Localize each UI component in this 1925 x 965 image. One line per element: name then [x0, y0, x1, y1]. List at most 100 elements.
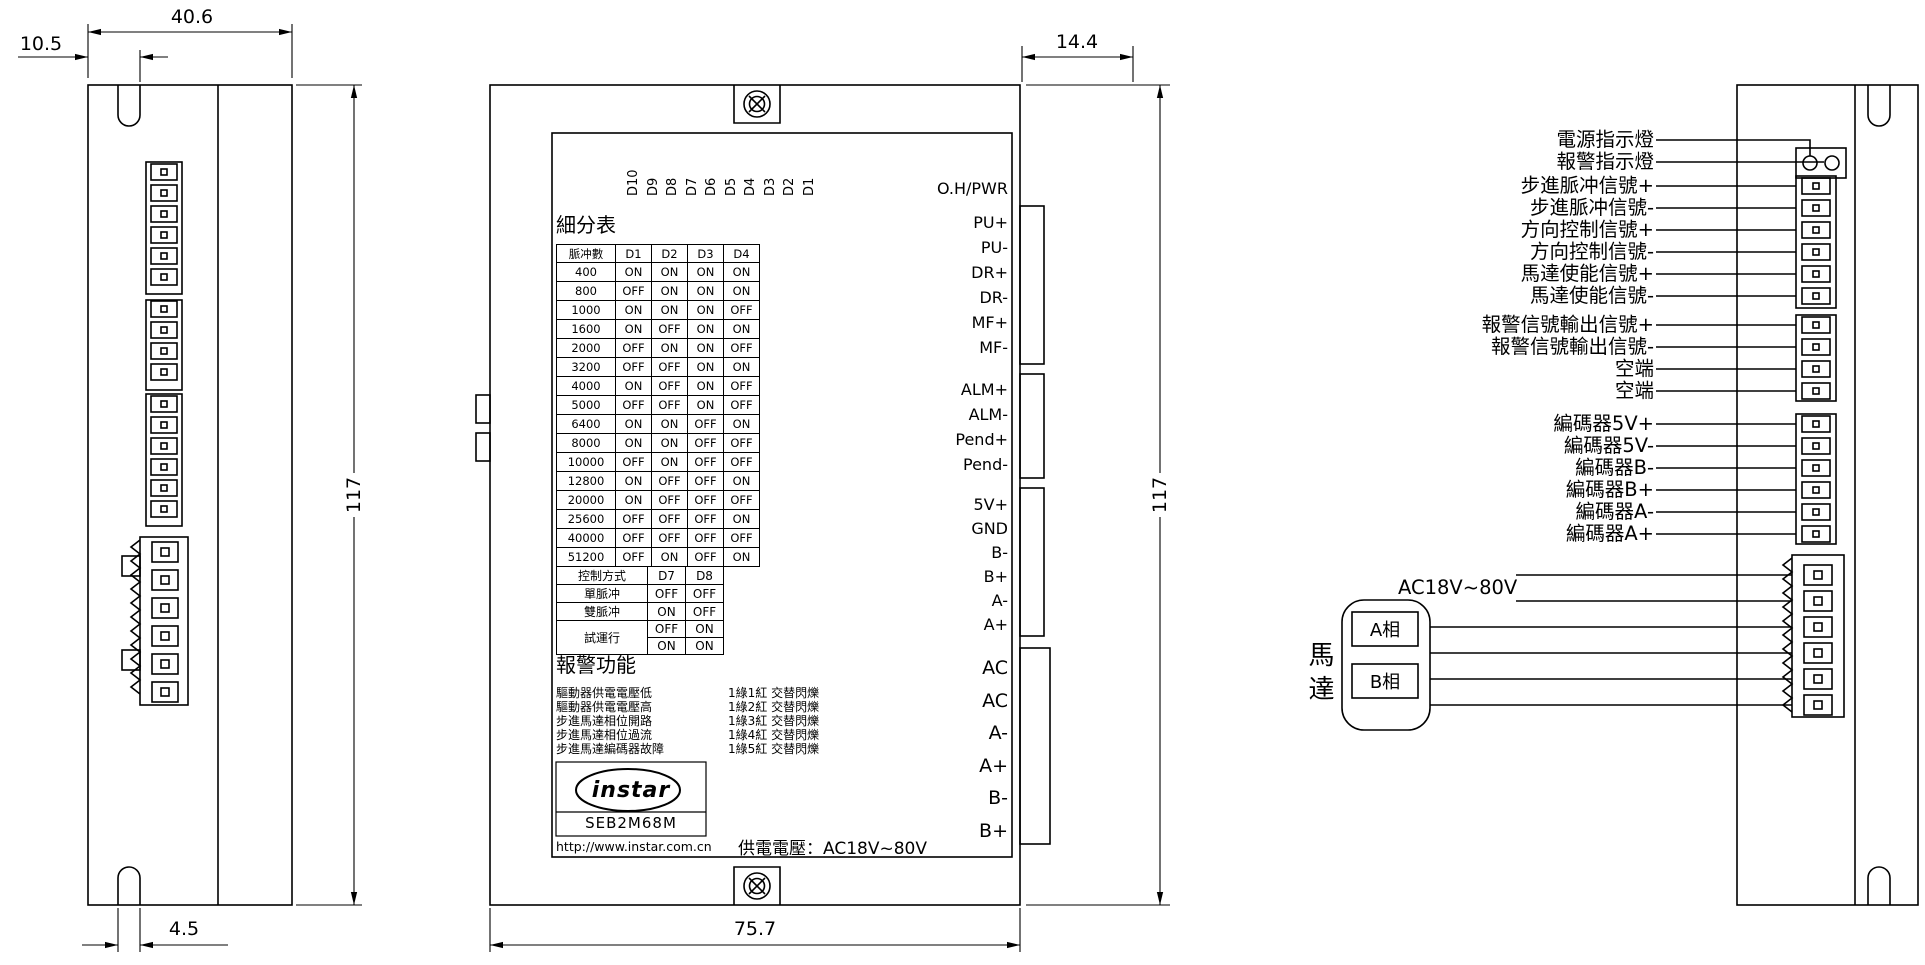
dip-position-label: D1 — [801, 177, 817, 196]
subdivision-row: 51200 OFF ON OFF ON — [556, 547, 760, 567]
left-connector-tab — [121, 649, 141, 671]
dim-left-height: 117 — [343, 473, 365, 517]
wiring-label: 方向控制信號- — [1529, 240, 1654, 263]
terminal-label: B+ — [983, 566, 1008, 586]
wiring-label: 編碼器5V+ — [1553, 412, 1654, 435]
alarm-condition: 步進馬達相位開路 — [556, 714, 653, 728]
wiring-label: 報警信號輸出信號- — [1490, 335, 1654, 358]
col-d8: D8 — [685, 566, 724, 585]
website-url: http://www.instar.com.cn — [556, 839, 712, 854]
left-bottom-mount-slot — [117, 866, 141, 905]
alarm-blink-code: 1綠4紅 交替閃爍 — [728, 728, 820, 742]
terminal-signal-labels: PU+PU-DR+DR-MF+MF- — [880, 210, 1008, 360]
power-led-wire — [1656, 139, 1811, 156]
front-top-screw-boss — [733, 85, 781, 124]
wiring-label: 報警指示燈 — [1556, 150, 1654, 173]
subdivision-row: 20000 ON OFF OFF OFF — [556, 490, 760, 510]
subdivision-row: 6400 ON ON OFF ON — [556, 414, 760, 434]
col-d7: D7 — [647, 566, 686, 585]
alarm-function-title: 報警功能 — [556, 653, 636, 677]
dip-position-label: D4 — [743, 177, 758, 196]
terminal-label: MF+ — [971, 313, 1008, 332]
right-led-window — [1795, 147, 1847, 179]
terminal-label: A+ — [983, 614, 1008, 634]
front-left-tab — [475, 394, 491, 424]
dip-position-label: D6 — [704, 177, 719, 196]
wiring-alarm-output-labels: 報警信號輸出信號+報警信號輸出信號-空端空端 — [1380, 314, 1654, 402]
terminal-label: ALM+ — [960, 380, 1008, 399]
front-left-tab — [475, 432, 491, 462]
front-power-block — [1019, 647, 1051, 845]
terminal-label: DR+ — [971, 263, 1008, 282]
terminal-label: Pend- — [963, 455, 1008, 474]
wiring-label: 編碼器A+ — [1565, 522, 1654, 545]
wiring-label: 編碼器B+ — [1565, 478, 1654, 501]
dip-position-label: D7 — [684, 177, 700, 196]
power-led — [1802, 155, 1818, 171]
logo-box — [555, 761, 707, 837]
control-row-double-pulse: 雙脈冲 ON OFF — [556, 602, 724, 621]
phase-a-label: A相 — [1369, 620, 1401, 641]
right-top-mount-slot — [1867, 85, 1891, 127]
wiring-label: 方向控制信號+ — [1520, 218, 1654, 241]
wiring-label: 編碼器A- — [1575, 500, 1654, 523]
wiring-label: 步進脈冲信號+ — [1520, 174, 1654, 197]
terminal-label: B- — [991, 542, 1008, 562]
ac-input-label: AC18V~80V — [1398, 576, 1518, 599]
alarm-blink-code: 1綠2紅 交替閃爍 — [728, 700, 820, 714]
terminal-alarm-labels: ALM+ALM-Pend+Pend- — [880, 377, 1008, 477]
dip-position-label: D10 — [626, 169, 641, 196]
front-view — [475, 84, 1051, 906]
left-connector-teeth — [129, 539, 142, 695]
subdivision-row: 1000 ON ON ON OFF — [556, 300, 760, 320]
subdivision-row: 8000 ON ON OFF OFF — [556, 433, 760, 453]
dim-left-width: 40.6 — [170, 6, 214, 28]
dim-front-height: 117 — [1149, 473, 1171, 517]
left-connector-tab — [121, 555, 141, 577]
wiring-led-labels: 電源指示燈報警指示燈 — [1380, 129, 1654, 173]
alarm-item: 驅動器供電電壓低 1綠1紅 交替閃爍 — [556, 686, 819, 700]
control-mode-table: 控制方式 D7 D8 單脈冲 OFF OFF 雙脈冲 ON OFF 試運行 OF… — [556, 566, 724, 655]
dim-front-width: 75.7 — [733, 918, 777, 940]
front-alarm-block — [1019, 373, 1045, 479]
subdivision-row: 4000 ON OFF ON OFF — [556, 376, 760, 396]
dip-position-label: D3 — [762, 177, 778, 196]
front-encoder-block — [1019, 487, 1045, 637]
wiring-label: 編碼器B- — [1575, 456, 1654, 479]
control-row-single-pulse: 單脈冲 OFF OFF — [556, 584, 724, 603]
front-signal-block — [1019, 205, 1045, 365]
terminal-label: AC — [982, 689, 1008, 712]
alarm-item: 步進馬達相位過流 1綠4紅 交替閃爍 — [556, 728, 819, 742]
right-side-view — [1341, 84, 1919, 906]
alarm-condition: 驅動器供電電壓高 — [556, 700, 653, 714]
instar-logo-ellipse — [575, 768, 681, 812]
front-label-panel — [551, 132, 1013, 858]
right-power-connector — [1781, 554, 1845, 718]
dim-left-slot-offset: 10.5 — [19, 33, 63, 55]
right-connector-teeth — [1781, 557, 1794, 713]
alarm-led — [1824, 155, 1840, 171]
wires — [1430, 139, 1824, 706]
subdivision-row: 40000 OFF OFF OFF OFF — [556, 528, 760, 548]
wiring-label: 馬達使能信號- — [1529, 284, 1654, 307]
wiring-encoder-labels: 編碼器5V+編碼器5V-編碼器B-編碼器B+編碼器A-編碼器A+ — [1380, 413, 1654, 545]
subdivision-row: 10000 OFF ON OFF OFF — [556, 452, 760, 472]
terminal-label: O.H/PWR — [936, 179, 1008, 198]
alarm-condition: 驅動器供電電壓低 — [556, 686, 653, 700]
alarm-item: 步進馬達相位開路 1綠3紅 交替閃爍 — [556, 714, 819, 728]
alarm-blink-code: 1綠3紅 交替閃爍 — [728, 714, 820, 728]
terminal-label: A- — [988, 722, 1008, 745]
terminal-label: PU- — [980, 238, 1008, 257]
dip-position-label: D8 — [665, 177, 680, 196]
alarm-condition: 步進馬達編碼器故障 — [556, 742, 665, 756]
motor-body-outline — [1341, 599, 1431, 731]
subdivision-row: 1600 ON OFF ON ON — [556, 319, 760, 339]
instar-logo-text: instar — [591, 778, 671, 803]
terminal-label: A+ — [979, 754, 1008, 777]
subdivision-row: 800 OFF ON ON ON — [556, 281, 760, 301]
terminal-label: 5V+ — [973, 494, 1008, 514]
